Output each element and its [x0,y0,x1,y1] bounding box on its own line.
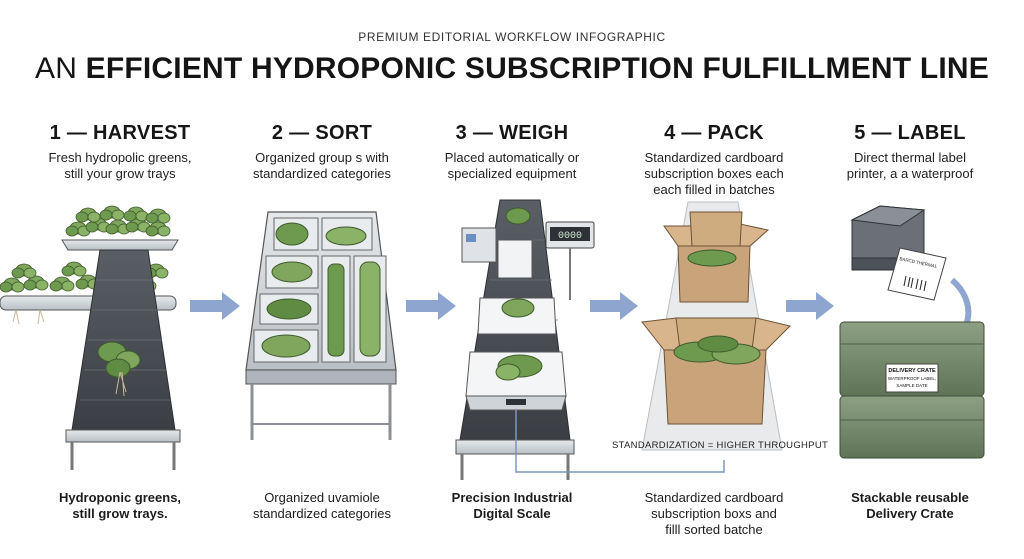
svg-text:WATERPROOF LABEL,: WATERPROOF LABEL, [888,376,936,381]
sort-illustration [245,211,397,440]
stage-caption: Hydroponic greens,still grow trays. [58,490,182,521]
page-title-lead: AN [35,52,78,85]
label-illustration: BARCD THERMAL DELIVERY CRATE WATERPROOF … [839,205,985,459]
stage-title: 5 — LABEL [854,122,966,144]
throughput-note: STANDARDIZATION = HIGHER THROUGHPUT [612,440,829,451]
scale-display: 0000 [545,221,595,300]
stage-title: 1 — HARVEST [49,122,191,144]
sorted-greens-icon [261,222,381,358]
cardboard-box-icon [663,211,770,303]
leafy-greens-icon [495,207,543,381]
flow-arrow-icon [590,292,638,320]
page-title: AN EFFICIENT HYDROPONIC SUBSCRIPTION FUL… [0,52,1024,86]
svg-text:DELIVERY CRATE: DELIVERY CRATE [888,368,936,374]
pack-illustration [641,201,791,451]
page-title-bold: EFFICIENT HYDROPONIC SUBSCRIPTION FULFIL… [85,52,989,85]
stage-title: 4 — PACK [664,122,764,144]
flow-arrow-icon [786,292,834,320]
cardboard-box-icon [641,317,791,425]
weigh-illustration: 0000 [455,199,725,480]
flow-arrow-icon [406,292,456,320]
spinach-bunch-icon [97,341,141,397]
stage-description: Fresh hydropolic greens,still your grow … [48,150,192,181]
delivery-crate-icon: DELIVERY CRATE WATERPROOF LABEL, SAMPLE … [839,321,985,459]
harvest-illustration [0,205,181,470]
printer-icon: BARCD THERMAL [850,205,947,301]
kicker: PREMIUM EDITORIAL WORKFLOW INFOGRAPHIC [358,30,666,44]
svg-text:0000: 0000 [558,231,582,242]
leafy-greens-icon [65,205,171,237]
svg-text:SAMPLE DATE: SAMPLE DATE [896,383,927,388]
stage-title: 3 — WEIGH [455,122,569,144]
stage-title: 2 — SORT [271,122,373,144]
flow-arrow-icon [190,292,240,320]
